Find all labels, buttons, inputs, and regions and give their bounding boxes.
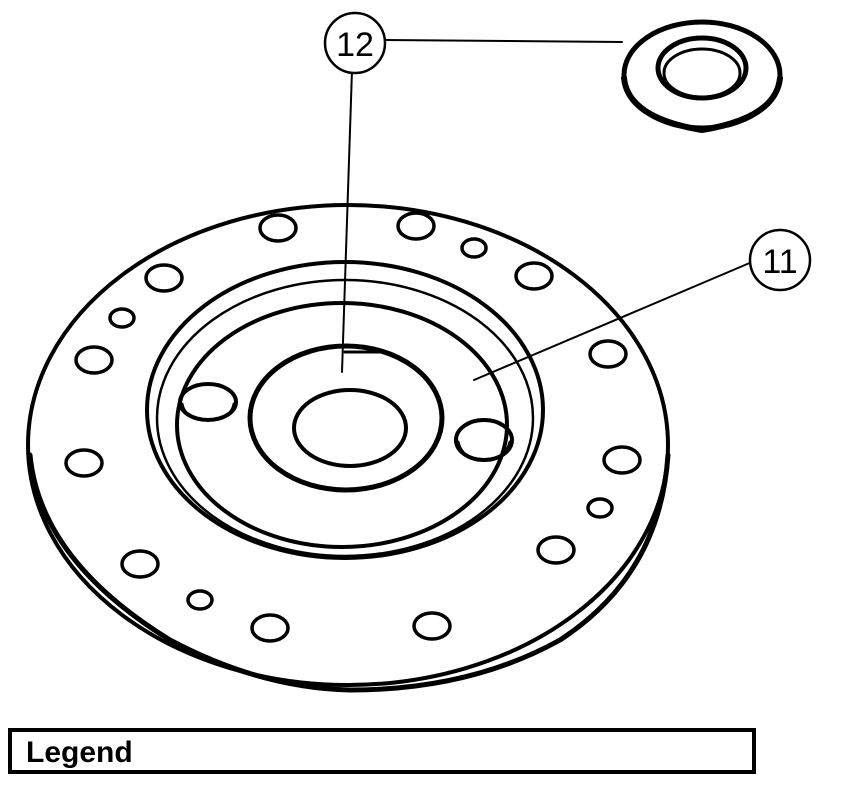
legend-box: Legend [8,728,756,774]
seal-ring-part [621,19,783,133]
callout-label-12: 12 [336,26,374,64]
hub-bores [178,382,514,462]
legend-title: Legend [26,736,133,769]
bolt-holes [64,211,642,643]
callout-circle-11 [748,228,812,292]
callout-label-11: 11 [762,243,797,281]
exploded-parts-diagram: 12 11 [26,11,812,693]
flange-plate-part [26,203,671,693]
leader-lines [341,39,753,381]
callout-circle-12 [323,11,387,75]
